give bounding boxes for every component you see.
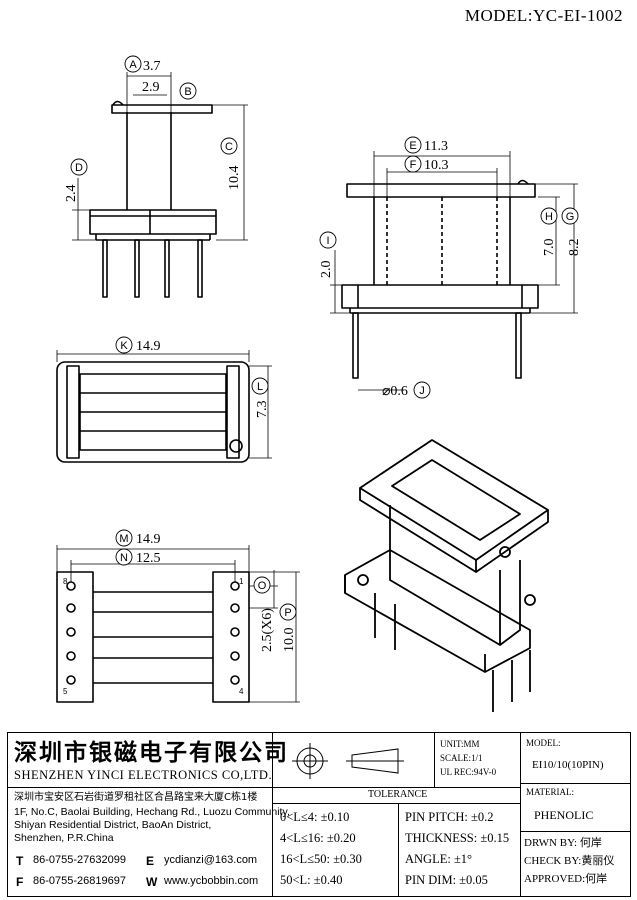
marker-F: F: [410, 159, 417, 171]
marker-P: P: [284, 607, 291, 619]
marker-J: J: [419, 385, 425, 397]
address-en-line1: 1F, No.C, Baolai Building, Hechang Rd., …: [14, 806, 290, 818]
checked-by: CHECK BY:黄丽仪: [524, 855, 615, 867]
website-value: www.ycbobbin.com: [164, 875, 259, 887]
pin-label-4: 4: [239, 687, 244, 696]
pin-label-1: 1: [239, 577, 244, 586]
marker-E: E: [409, 140, 416, 152]
pin-label-8: 8: [63, 577, 68, 586]
marker-K: K: [120, 340, 128, 352]
model-header: MODEL:YC-EI-1002: [464, 6, 623, 25]
marker-I: I: [326, 235, 329, 247]
dim-P-value: 10.0: [282, 628, 297, 653]
fax-value: 86-0755-26819697: [33, 875, 126, 887]
tolerance-row-2: 4<L≤16: ±0.20: [280, 831, 356, 845]
tolerance-row-4: 50<L: ±0.40: [280, 873, 343, 887]
pin-dim-tolerance: PIN DIM: ±0.05: [405, 873, 488, 887]
dim-L-value: 7.3: [255, 401, 270, 419]
company-name-cn: 深圳市银磁电子有限公司: [14, 739, 289, 766]
address-en-line3: Shenzhen, P.R.China: [14, 832, 114, 844]
dim-O-value: 2.5(X6): [260, 608, 275, 652]
material-label: MATERIAL:: [526, 787, 574, 797]
tolerance-title: TOLERANCE: [368, 789, 428, 800]
dim-F-value: 10.3: [424, 158, 449, 173]
dim-C-value: 10.4: [227, 166, 242, 191]
scale-spec: SCALE:1/1: [440, 753, 483, 763]
side-view: [341, 179, 539, 379]
email-value: ycdianzi@163.com: [164, 854, 258, 866]
front-view: [89, 100, 217, 298]
drawn-by: DRWN BY: 何岸: [524, 837, 602, 849]
website-label: W: [146, 875, 158, 889]
fax-label: F: [16, 875, 24, 889]
pin-label-5: 5: [63, 687, 68, 696]
title-block: 深圳市银磁电子有限公司 SHENZHEN YINCI ELECTRONICS C…: [7, 732, 631, 897]
email-label: E: [146, 854, 155, 868]
model-label: MODEL:: [526, 738, 561, 748]
marker-G: G: [566, 211, 575, 223]
ul-spec: UL REC:94V-0: [440, 767, 497, 777]
angle-tolerance: ANGLE: ±1°: [405, 852, 473, 866]
marker-A: A: [129, 59, 137, 71]
dim-A-value: 3.7: [143, 59, 161, 74]
address-en-line2: Shiyan Residential District, BaoAn Distr…: [14, 819, 212, 831]
marker-H: H: [545, 211, 553, 223]
material-value: PHENOLIC: [534, 808, 594, 822]
dim-B-value: 2.9: [142, 80, 160, 95]
dim-N-value: 12.5: [136, 551, 161, 566]
pin-pitch-tolerance: PIN PITCH: ±0.2: [405, 810, 494, 824]
dim-G-value: 8.2: [567, 239, 582, 257]
dim-M-value: 14.9: [136, 532, 161, 547]
unit-spec: UNIT:MM: [440, 739, 480, 749]
address-cn: 深圳市宝安区石岩街道罗租社区合昌路宝来大厦C栋1楼: [14, 792, 258, 803]
marker-O: O: [258, 580, 267, 592]
marker-D: D: [75, 162, 83, 174]
marker-B: B: [184, 86, 191, 98]
phone-label: T: [16, 854, 24, 868]
tolerance-row-1: 0<L≤4: ±0.10: [280, 810, 350, 824]
dim-J-value: ⌀0.6: [382, 384, 408, 399]
thickness-tolerance: THICKNESS: ±0.15: [405, 831, 510, 845]
company-name-en: SHENZHEN YINCI ELECTRONICS CO,LTD.: [14, 768, 273, 782]
projection-symbol-icon: [292, 743, 404, 779]
marker-M: M: [119, 533, 128, 545]
phone-value: 86-0755-27632099: [33, 854, 126, 866]
approved-by: APPROVED:何岸: [524, 873, 608, 885]
bottom-view: [56, 571, 250, 703]
tolerance-row-3: 16<L≤50: ±0.30: [280, 852, 362, 866]
marker-L: L: [257, 381, 263, 393]
dim-K-value: 14.9: [136, 339, 161, 354]
dim-D-value: 2.4: [64, 185, 79, 203]
model-value: EI10/10(10PIN): [532, 759, 604, 771]
isometric-view: [344, 439, 549, 712]
marker-N: N: [120, 552, 128, 564]
marker-C: C: [225, 141, 233, 153]
dim-E-value: 11.3: [424, 139, 448, 154]
top-view: [56, 361, 250, 463]
dim-I-value: 2.0: [319, 261, 334, 279]
dim-H-value: 7.0: [542, 239, 557, 257]
